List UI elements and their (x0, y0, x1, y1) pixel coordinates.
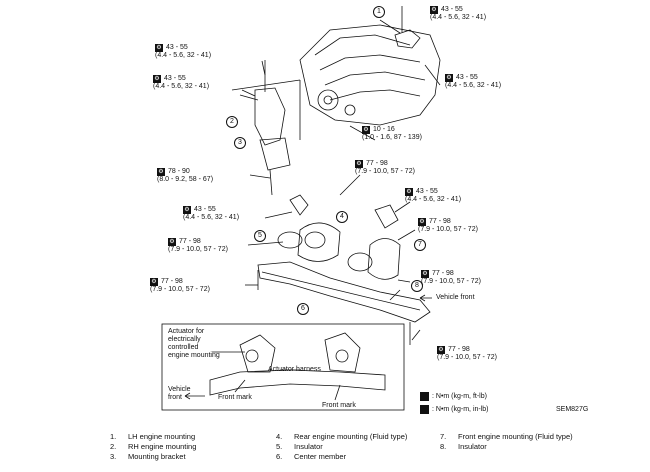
part-item: 8.Insulator (440, 442, 487, 451)
torque-label: ⚙77 - 98 (7.9 - 10.0, 57 - 72) (168, 238, 228, 253)
torque-label: ⚙77 - 98 (7.9 - 10.0, 57 - 72) (421, 270, 481, 285)
inset-front-mark-right: Front mark (322, 402, 356, 409)
torque-wrench-icon: ⚙ (437, 346, 445, 354)
torque-wrench-icon: ⚙ (362, 126, 370, 134)
figure-code: SEM827G (556, 406, 589, 413)
torque-label: ⚙43 - 55 (4.4 - 5.6, 32 - 41) (155, 44, 212, 59)
torque-wrench-icon: ⚙ (405, 188, 413, 196)
part-item: 7.Front engine mounting (Fluid type) (440, 432, 573, 441)
vehicle-front-arrow (419, 294, 432, 302)
callout-6: 6 (297, 303, 309, 315)
torque-label: ⚙43 - 55 (4.4 - 5.6, 32 - 41) (445, 74, 502, 89)
inset-vehicle-front-label: Vehicle front (168, 386, 191, 401)
engine-pulley (317, 89, 339, 111)
torque-label: ⚙43 - 55 (4.4 - 5.6, 32 - 41) (183, 206, 240, 221)
callout-3: 3 (234, 137, 246, 149)
torque-label: ⚙78 - 90 (8.0 - 9.2, 58 - 67) (157, 168, 214, 183)
legend-nm-in: : N•m (kg-m, in-lb) (432, 406, 489, 413)
callout-5: 5 (254, 230, 266, 242)
torque-wrench-icon: ⚙ (183, 206, 191, 214)
insulator-5-shape (277, 231, 303, 249)
part-item: 4.Rear engine mounting (Fluid type) (276, 432, 408, 441)
callout-1: 1 (373, 6, 385, 18)
part-item: 6.Center member (276, 452, 347, 461)
torque-label: ⚙77 - 98 (7.9 - 10.0, 57 - 72) (150, 278, 210, 293)
front-mount-shape (367, 238, 401, 280)
part-item: 1.LH engine mounting (110, 432, 196, 441)
legend-icon-ft (420, 392, 429, 401)
torque-wrench-icon: ⚙ (445, 74, 453, 82)
part-item: 5.Insulator (276, 442, 323, 451)
callout-2: 2 (226, 116, 238, 128)
callout-4: 4 (336, 211, 348, 223)
inset-actuator-label: Actuator for electrically controlled eng… (168, 328, 220, 359)
torque-wrench-icon: ⚙ (430, 6, 438, 14)
lh-mount-shape (394, 29, 421, 49)
torque-wrench-icon: ⚙ (418, 218, 426, 226)
torque-wrench-icon: ⚙ (150, 278, 158, 286)
torque-label: ⚙77 - 98 (7.9 - 10.0, 57 - 72) (355, 160, 415, 175)
inset-front-mark-left: Front mark (218, 394, 252, 401)
torque-label: ⚙77 - 98 (7.9 - 10.0, 57 - 72) (437, 346, 497, 361)
rh-mount-shape (254, 87, 286, 146)
torque-label: ⚙10 - 16 (1.0 - 1.6, 87 - 139) (362, 126, 422, 141)
mounting-bracket-shape (259, 137, 291, 171)
center-member-shape (257, 261, 431, 323)
engine-outline (299, 24, 441, 126)
torque-wrench-icon: ⚙ (157, 168, 165, 176)
legend-icon-in (420, 405, 429, 414)
engine-detail (314, 34, 426, 101)
torque-label: ⚙43 - 55 (4.4 - 5.6, 32 - 41) (153, 75, 210, 90)
inset-harness-label: Actuator harness (268, 366, 321, 373)
inset-box (161, 323, 405, 411)
torque-wrench-icon: ⚙ (421, 270, 429, 278)
torque-label: ⚙77 - 98 (7.9 - 10.0, 57 - 72) (418, 218, 478, 233)
vehicle-front-label: Vehicle front (436, 294, 475, 301)
torque-wrench-icon: ⚙ (153, 75, 161, 83)
torque-label: ⚙43 - 55 (4.4 - 5.6, 32 - 41) (405, 188, 462, 203)
callout-7: 7 (414, 239, 426, 251)
rear-mount-shape (297, 222, 341, 262)
torque-wrench-icon: ⚙ (155, 44, 163, 52)
torque-wrench-icon: ⚙ (168, 238, 176, 246)
part-item: 3.Mounting bracket (110, 452, 186, 461)
part-item: 2.RH engine mounting (110, 442, 197, 451)
torque-wrench-icon: ⚙ (355, 160, 363, 168)
legend-nm-ft: : N•m (kg-m, ft-lb) (432, 393, 487, 400)
callout-8: 8 (411, 280, 423, 292)
torque-label: ⚙43 - 55 (4.4 - 5.6, 32 - 41) (430, 6, 487, 21)
